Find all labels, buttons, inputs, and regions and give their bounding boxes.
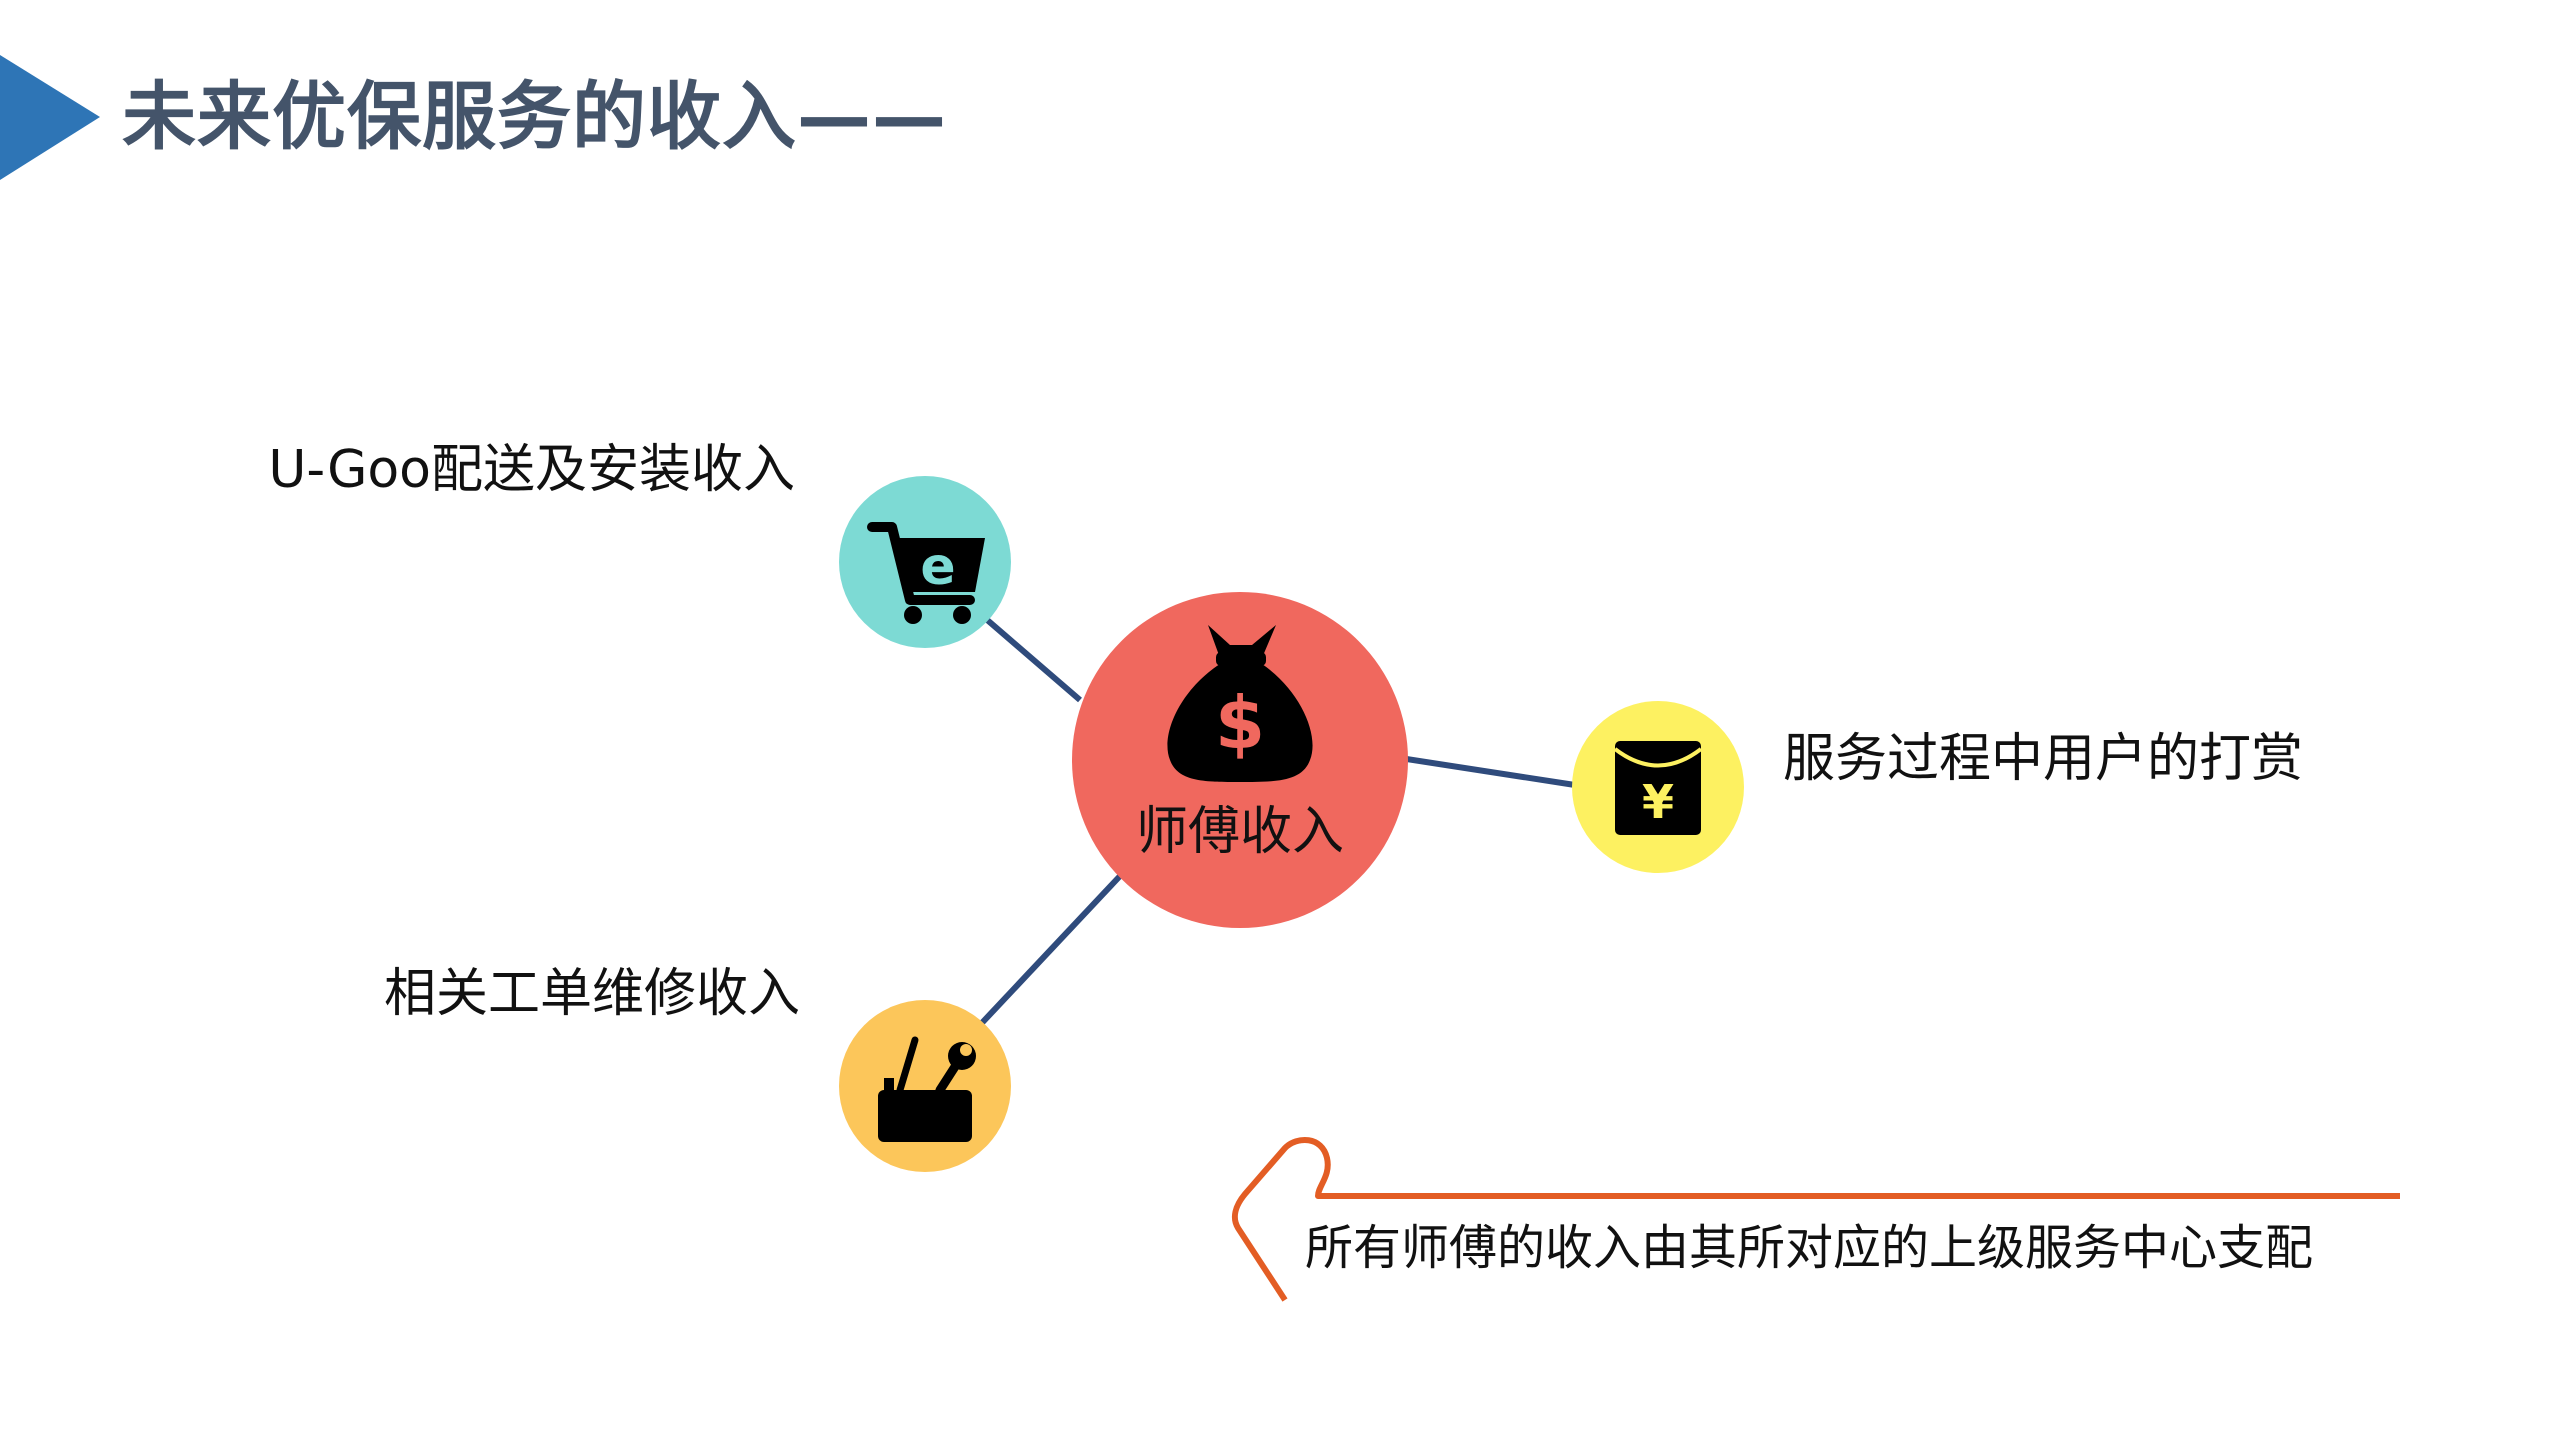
red-envelope-icon: ¥	[1613, 741, 1703, 835]
svg-text:$: $	[1215, 681, 1265, 765]
tool-node	[839, 1000, 1011, 1172]
note-text: 所有师傅的收入由其所对应的上级服务中心支配	[1305, 1220, 2314, 1276]
toolbox-icon	[878, 1036, 976, 1142]
svg-text:¥: ¥	[1642, 775, 1674, 829]
connector-tip	[1399, 755, 1576, 788]
page-title: 未来优保服务的收入——	[122, 74, 947, 160]
node-label-delivery: U-Goo配送及安装收入	[268, 440, 795, 500]
center-label: 师傅收入	[1135, 802, 1344, 862]
title-arrow-icon	[0, 55, 100, 180]
connector-tool	[977, 873, 1123, 1028]
money-bag-icon: $	[1167, 625, 1313, 782]
node-label-tip: 服务过程中用户的打赏	[1783, 729, 2304, 789]
node-label-repair: 相关工单维修收入	[383, 964, 800, 1024]
svg-text:e: e	[920, 537, 955, 597]
note-bracket-line	[1231, 1136, 2400, 1302]
shopping-cart-icon: e	[867, 522, 985, 624]
